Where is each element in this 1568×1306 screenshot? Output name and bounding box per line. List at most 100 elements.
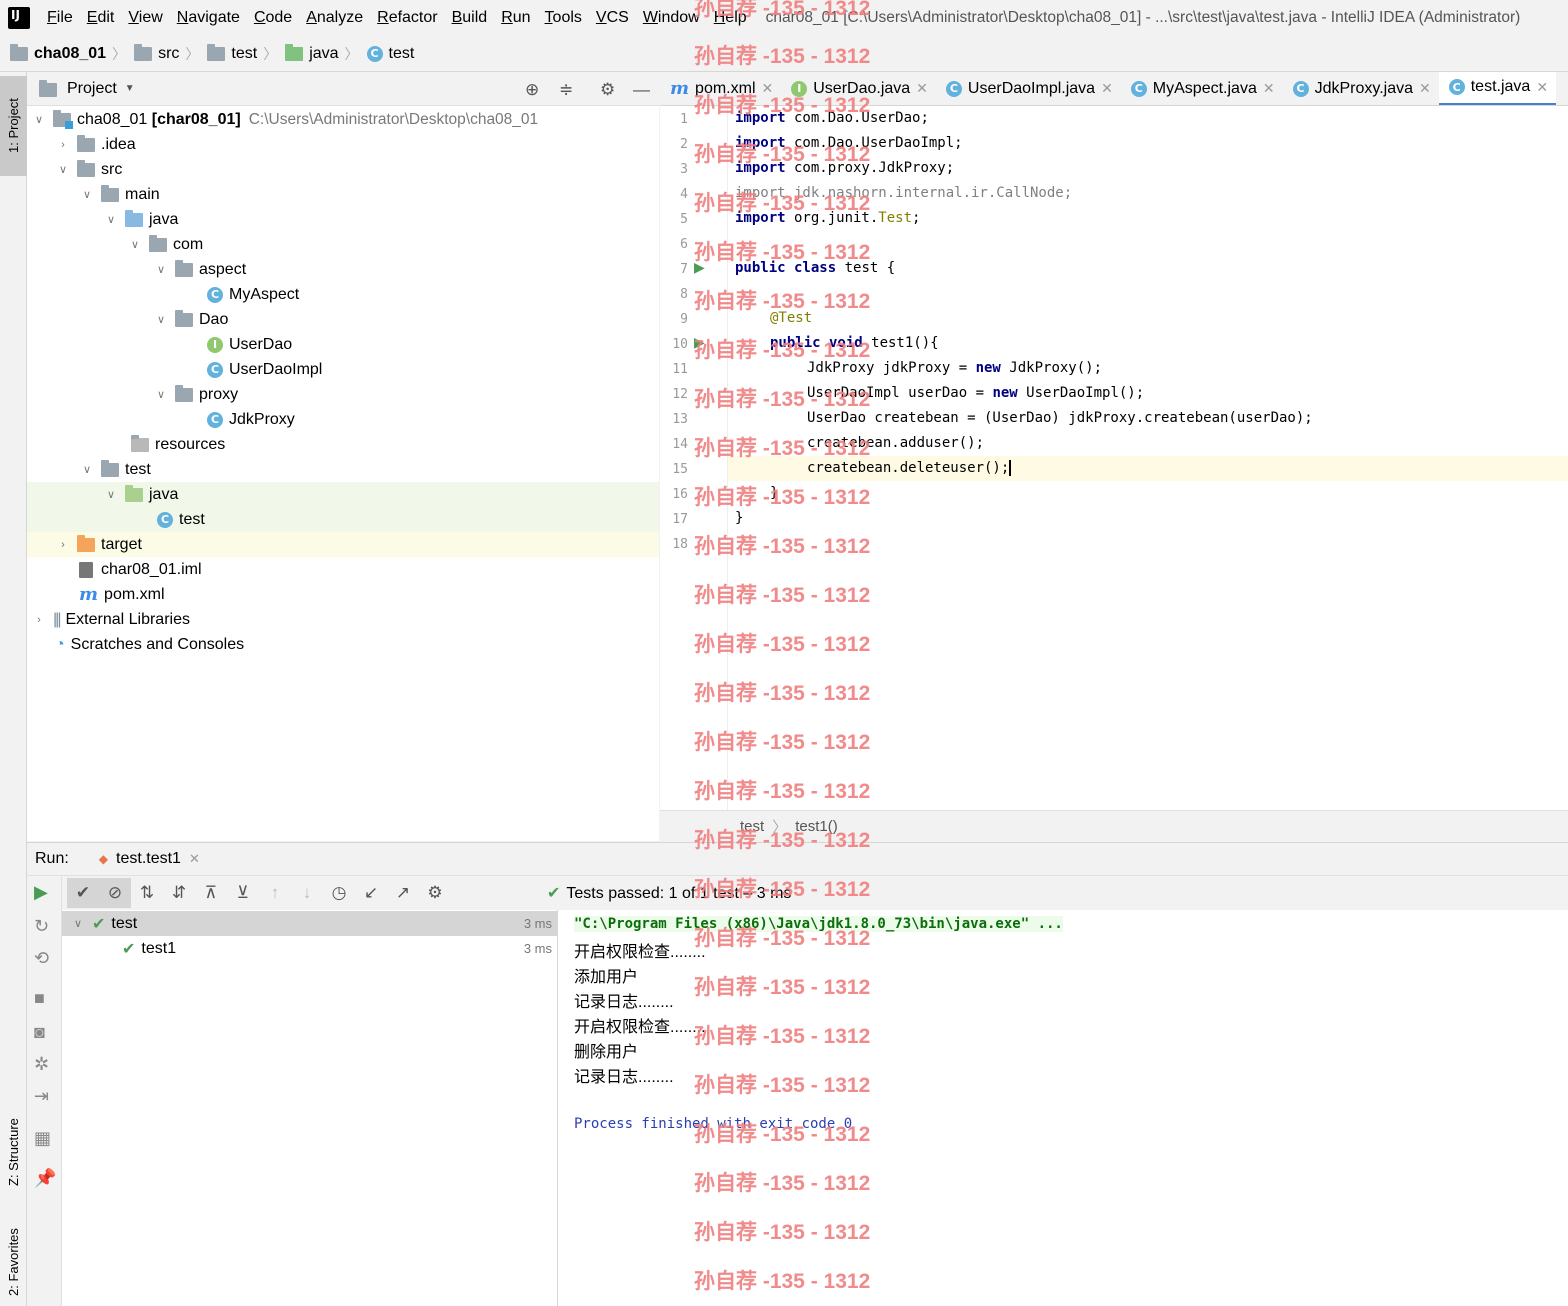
- layout-icon[interactable]: ▦: [34, 1128, 52, 1148]
- close-icon[interactable]: ✕: [761, 80, 774, 96]
- console-output[interactable]: "C:\Program Files (x86)\Java\jdk1.8.0_73…: [558, 910, 1568, 1306]
- menu-tools[interactable]: Tools: [544, 9, 582, 26]
- tree-node-aspect[interactable]: ∨aspect: [27, 257, 659, 282]
- chevron-down-icon[interactable]: ∨: [73, 918, 83, 930]
- sort-duration-icon[interactable]: ⇵: [171, 883, 187, 902]
- chevron-down-icon[interactable]: ∨: [156, 264, 166, 276]
- tree-node-dao[interactable]: ∨Dao: [27, 307, 659, 332]
- settings-icon[interactable]: ✲: [34, 1054, 50, 1074]
- exit-icon[interactable]: ⇥: [34, 1086, 50, 1106]
- chevron-down-icon[interactable]: ∨: [34, 114, 44, 126]
- close-icon[interactable]: ✕: [1262, 80, 1275, 96]
- chevron-down-icon[interactable]: ∨: [82, 189, 92, 201]
- menu-code[interactable]: Code: [253, 9, 293, 26]
- test-suite-row[interactable]: ∨ ✔ test 3 ms: [62, 911, 558, 936]
- menu-refactor[interactable]: Refactor: [377, 9, 438, 26]
- tool-tab-favorites[interactable]: 2: Favorites: [6, 1228, 21, 1296]
- project-view-selector[interactable]: Project: [67, 79, 117, 97]
- menu-run[interactable]: Run: [501, 9, 531, 26]
- tree-node-idea[interactable]: ›.idea: [27, 132, 659, 157]
- menu-analyze[interactable]: Analyze: [306, 9, 364, 26]
- tree-node-external-libraries[interactable]: ›|||External Libraries: [27, 607, 659, 632]
- menu-help[interactable]: Help: [713, 9, 747, 26]
- close-icon[interactable]: ✕: [916, 80, 928, 96]
- menu-navigate[interactable]: Navigate: [176, 9, 240, 26]
- tree-node-target[interactable]: ›target: [27, 532, 659, 557]
- export-icon[interactable]: ↗: [395, 883, 411, 902]
- gear-icon[interactable]: ⚙: [600, 80, 616, 99]
- menu-edit[interactable]: Edit: [86, 9, 115, 26]
- breadcrumb-test[interactable]: test〉: [207, 43, 285, 64]
- tool-tab-structure[interactable]: Z: Structure: [6, 1118, 21, 1186]
- sort-alpha-icon[interactable]: ⇅: [139, 883, 155, 902]
- show-ignored-icon[interactable]: ⊘: [99, 878, 131, 908]
- chevron-down-icon[interactable]: ∨: [130, 239, 140, 251]
- chevron-right-icon[interactable]: ›: [61, 138, 65, 151]
- tool-tab-project[interactable]: 1: Project: [0, 76, 27, 176]
- close-icon[interactable]: ✕: [1418, 80, 1431, 96]
- test-case-row[interactable]: ✔ test1 3 ms: [122, 939, 552, 958]
- show-passed-icon[interactable]: ✔: [67, 878, 99, 908]
- tree-node-main[interactable]: ∨main: [27, 182, 659, 207]
- code-editor[interactable]: 1 2 3 4 5 6 7 8 9 10 11 12 13 14 15 16 1…: [660, 106, 1568, 810]
- stop-icon[interactable]: ■: [34, 988, 45, 1008]
- chevron-down-icon[interactable]: ∨: [106, 489, 116, 501]
- run-test-icon[interactable]: ▶: [694, 334, 705, 350]
- breadcrumb-java[interactable]: java〉: [285, 43, 366, 64]
- chevron-down-icon[interactable]: ∨: [156, 314, 166, 326]
- run-test-icon[interactable]: ▶: [694, 259, 705, 275]
- next-icon[interactable]: ↓: [302, 883, 312, 902]
- gear-icon[interactable]: ⚙: [427, 883, 443, 902]
- history-icon[interactable]: ◷: [331, 883, 347, 902]
- collapse-all-icon[interactable]: ⊻: [236, 883, 250, 902]
- menu-file[interactable]: File: [47, 9, 73, 26]
- tree-node-test[interactable]: ∨test: [27, 457, 659, 482]
- tree-node-com[interactable]: ∨com: [27, 232, 659, 257]
- camera-icon[interactable]: ◙: [34, 1022, 45, 1042]
- toggle-auto-test-icon[interactable]: ⟲: [34, 948, 50, 968]
- tree-node-proxy[interactable]: ∨proxy: [27, 382, 659, 407]
- rerun-icon[interactable]: ▶: [34, 882, 48, 902]
- tree-node-resources[interactable]: resources: [27, 432, 659, 457]
- close-icon[interactable]: ✕: [188, 851, 200, 866]
- breadcrumb-method[interactable]: test1(): [795, 818, 838, 835]
- menu-view[interactable]: View: [128, 9, 163, 26]
- collapse-all-icon[interactable]: ≑: [559, 80, 574, 99]
- breadcrumb-src[interactable]: src〉: [134, 43, 207, 64]
- tree-node-java[interactable]: ∨java: [27, 207, 659, 232]
- chevron-down-icon[interactable]: ∨: [58, 164, 68, 176]
- menu-window[interactable]: Window: [642, 9, 700, 26]
- run-tab[interactable]: test.test1: [116, 850, 181, 867]
- previous-icon[interactable]: ↑: [270, 883, 280, 902]
- tree-node-root[interactable]: ∨ cha08_01 [char08_01]C:\Users\Administr…: [27, 107, 659, 132]
- chevron-down-icon[interactable]: ▼: [124, 83, 135, 94]
- chevron-down-icon[interactable]: ∨: [156, 389, 166, 401]
- chevron-right-icon[interactable]: ›: [61, 538, 65, 551]
- rerun-failed-icon[interactable]: ↻: [34, 916, 50, 936]
- menu-vcs[interactable]: VCS: [595, 9, 629, 26]
- menu-build[interactable]: Build: [451, 9, 488, 26]
- chevron-down-icon[interactable]: ∨: [106, 214, 116, 226]
- tree-node-scratches[interactable]: ◔Scratches and Consoles: [55, 635, 245, 653]
- chevron-right-icon[interactable]: ›: [37, 613, 41, 626]
- close-icon[interactable]: ✕: [1101, 80, 1113, 96]
- tree-node-src[interactable]: ∨src: [27, 157, 659, 182]
- import-icon[interactable]: ↙: [363, 883, 379, 902]
- hide-icon[interactable]: —: [633, 80, 650, 99]
- locate-icon[interactable]: ⊕: [525, 80, 540, 99]
- tree-node-test-java[interactable]: ∨java: [27, 482, 659, 507]
- close-icon[interactable]: ✕: [1536, 78, 1549, 95]
